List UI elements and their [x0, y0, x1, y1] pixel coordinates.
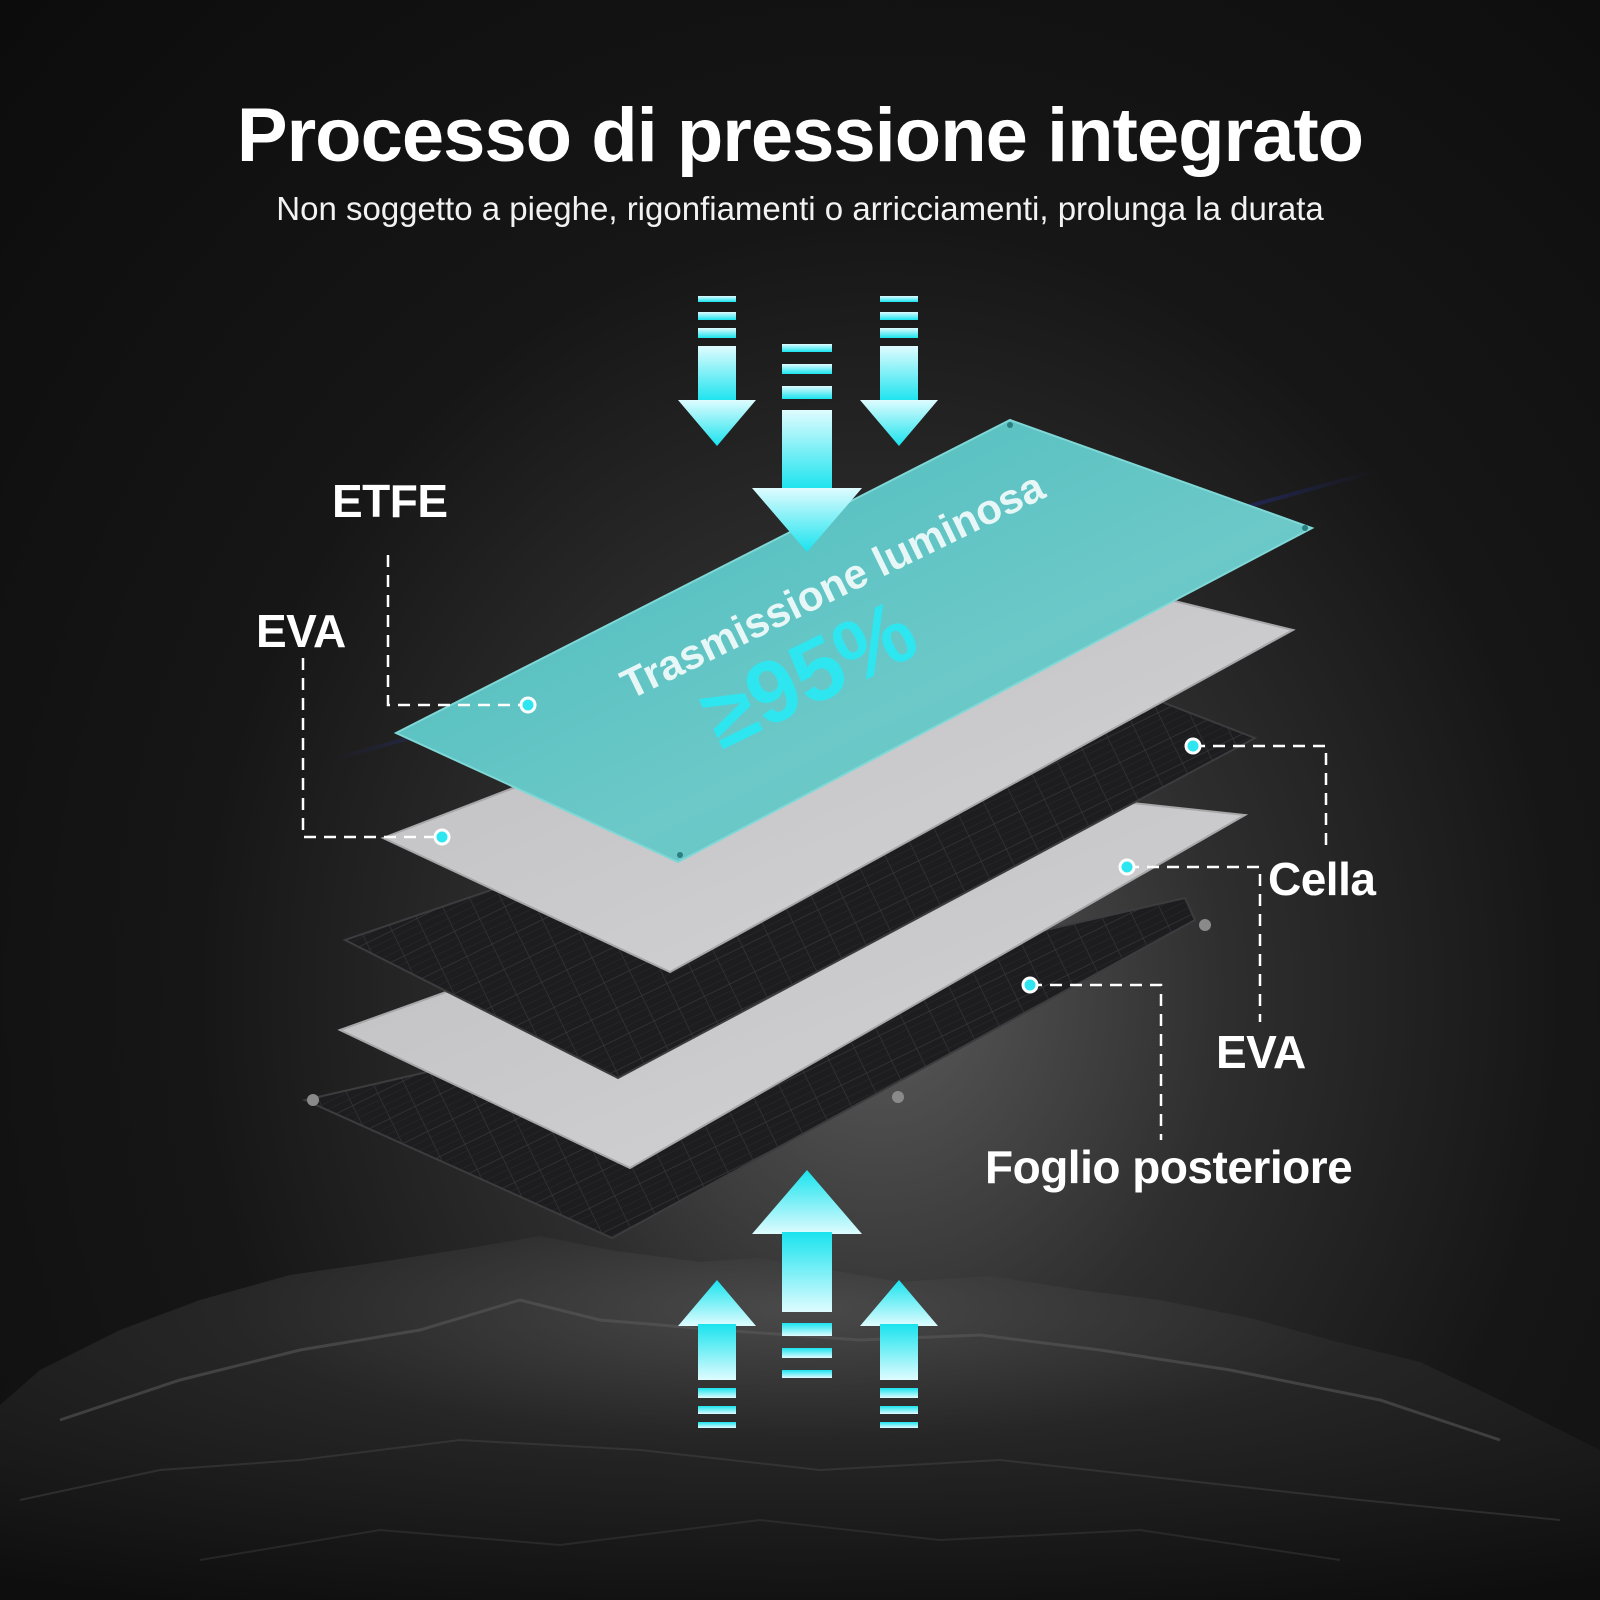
callout-dot — [1118, 858, 1136, 876]
arrows-top — [678, 296, 938, 552]
callout-dot — [433, 828, 451, 846]
arrows-bottom — [678, 1170, 938, 1428]
callout-eva-lower — [1127, 865, 1262, 1022]
arrow-down-icon — [860, 296, 938, 446]
callout-backsheet — [1030, 983, 1163, 1140]
callout-dots — [433, 696, 1202, 994]
label-etfe: ETFE — [332, 475, 448, 527]
callout-dot — [1184, 737, 1202, 755]
callout-dot — [519, 696, 537, 714]
arrow-up-icon — [860, 1280, 938, 1428]
label-eva-lower: EVA — [1216, 1026, 1306, 1078]
label-backsheet: Foglio posteriore — [985, 1141, 1353, 1193]
label-eva-upper: EVA — [256, 605, 346, 657]
page-subtitle: Non soggetto a pieghe, rigonfiamenti o a… — [276, 190, 1324, 227]
arrow-down-icon — [678, 296, 756, 446]
rock-base — [0, 1236, 1600, 1600]
callout-dot — [1021, 976, 1039, 994]
callout-lines — [301, 555, 1328, 1140]
callout-eva-upper — [301, 658, 442, 839]
page-title: Processo di pressione integrato — [236, 93, 1364, 178]
arrow-up-icon — [752, 1170, 862, 1378]
callout-etfe — [386, 555, 528, 707]
label-cella: Cella — [1268, 853, 1376, 905]
arrow-up-icon — [678, 1280, 756, 1428]
arrow-down-icon — [752, 344, 862, 552]
callout-cella — [1193, 744, 1328, 851]
